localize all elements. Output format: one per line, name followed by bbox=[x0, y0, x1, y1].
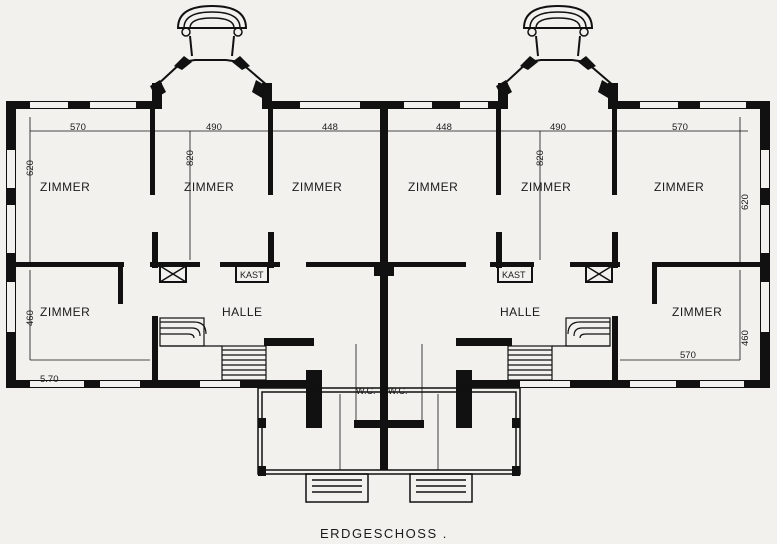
dim-620-left: 620 bbox=[25, 160, 36, 176]
dim-490-top-right: 490 bbox=[550, 122, 566, 133]
dim-448-right: 448 bbox=[436, 122, 452, 133]
porch-piers bbox=[258, 418, 520, 476]
room-zimmer-4: ZIMMER bbox=[408, 180, 458, 194]
room-zimmer-3: ZIMMER bbox=[292, 180, 342, 194]
dim-460-right: 460 bbox=[740, 330, 751, 346]
room-zimmer-1: ZIMMER bbox=[40, 180, 90, 194]
windows bbox=[7, 102, 769, 387]
room-zimmer-2: ZIMMER bbox=[184, 180, 234, 194]
porch bbox=[257, 387, 521, 503]
dim-490-top-left: 490 bbox=[206, 122, 222, 133]
chimney-left bbox=[159, 265, 187, 283]
dimension-lines bbox=[29, 117, 748, 470]
dim-460-left: 460 bbox=[25, 310, 36, 326]
dim-570-top-left: 570 bbox=[70, 122, 86, 133]
kast-box-left bbox=[235, 265, 269, 283]
stair-right bbox=[507, 317, 611, 381]
interior-walls bbox=[16, 109, 760, 428]
room-halle-left: HALLE bbox=[222, 305, 263, 319]
chimney-right bbox=[585, 265, 613, 283]
dim-620-right: 620 bbox=[740, 194, 751, 210]
dim-820-right: 820 bbox=[535, 150, 546, 166]
dim-570-top-right: 570 bbox=[672, 122, 688, 133]
dim-448-left: 448 bbox=[322, 122, 338, 133]
room-zimmer-8: ZIMMER bbox=[672, 305, 722, 319]
room-halle-right: HALLE bbox=[500, 305, 541, 319]
dim-570-bottom-right: 570 bbox=[680, 350, 696, 361]
dim-820-left: 820 bbox=[185, 150, 196, 166]
kast-box-right bbox=[497, 265, 533, 283]
label-wc-left: W.C. bbox=[356, 386, 376, 396]
label-kast-right: KAST bbox=[502, 270, 526, 280]
room-zimmer-5: ZIMMER bbox=[521, 180, 571, 194]
label-wc-right: W.C. bbox=[388, 386, 408, 396]
dim-570-bottom-left: 5.70 bbox=[40, 374, 59, 385]
room-zimmer-7: ZIMMER bbox=[40, 305, 90, 319]
stair-left bbox=[159, 317, 267, 381]
plan-title: ERDGESCHOSS . bbox=[320, 526, 448, 541]
label-kast-left: KAST bbox=[240, 270, 264, 280]
bay-window-right bbox=[496, 4, 615, 101]
bay-window-left bbox=[150, 4, 269, 101]
room-zimmer-6: ZIMMER bbox=[654, 180, 704, 194]
